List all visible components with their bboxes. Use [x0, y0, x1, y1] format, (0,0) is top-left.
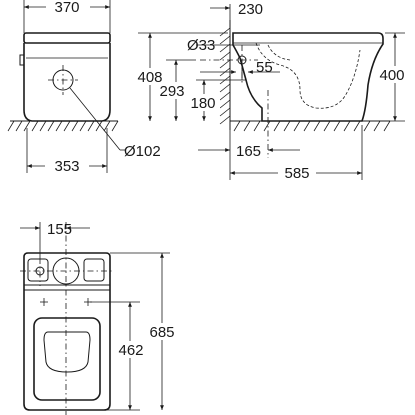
side-wall-hatch — [219, 27, 231, 125]
side-trap — [255, 42, 361, 109]
dim-wall-offset: 230 — [238, 1, 263, 18]
dim-bowl-depth: 462 — [118, 342, 143, 359]
dim-outlet-diameter: Ø102 — [124, 143, 161, 160]
top-button-left — [27, 258, 49, 282]
side-view: 230 Ø33 55 408 293 180 400 — [136, 1, 411, 182]
front-side-button — [19, 54, 25, 66]
front-view: 370 353 Ø102 — [7, 0, 161, 175]
dim-side-height: 400 — [379, 67, 404, 84]
dim-top-spacing: 155 — [47, 221, 72, 238]
dim-outlet-height: 180 — [190, 95, 215, 112]
side-floor-hatch — [233, 120, 391, 132]
top-button-right — [83, 258, 105, 282]
dim-total-length: 685 — [149, 324, 174, 341]
dim-inlet-offset: 55 — [256, 59, 273, 76]
dim-outlet-to-wall: 165 — [236, 143, 261, 160]
top-view: 155 462 685 — [20, 221, 178, 415]
front-floor-hatch — [7, 120, 119, 132]
top-body — [23, 252, 111, 411]
front-cistern-lid — [23, 32, 111, 44]
side-body — [232, 32, 384, 122]
dim-cistern-height: 293 — [159, 83, 184, 100]
dim-front-width: 370 — [54, 0, 79, 16]
dim-base-width: 353 — [54, 158, 79, 175]
top-bowl — [43, 331, 91, 373]
top-seat — [33, 317, 101, 401]
dim-front-height: 408 — [137, 69, 162, 86]
dim-inlet-diameter: Ø33 — [187, 37, 215, 54]
dim-total-depth: 585 — [284, 165, 309, 182]
front-body — [23, 43, 111, 122]
